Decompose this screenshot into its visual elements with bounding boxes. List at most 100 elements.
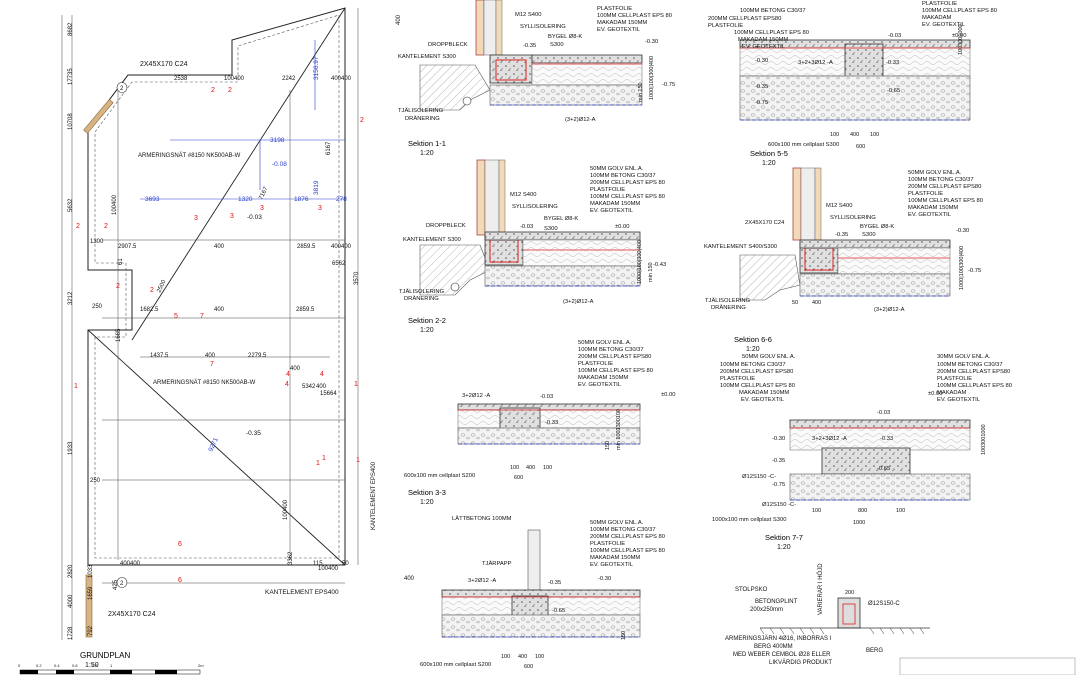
plan-marker: 5 [174, 313, 178, 320]
s1-label: KANTELEMENT S300 [398, 54, 456, 60]
s5-dim: 400 [850, 132, 859, 138]
plan-marker: 6 [178, 577, 182, 584]
plan-dim-blue: 278 [336, 196, 347, 203]
mesh-label-1: ARMERINGSNÄT #8150 NK500AB-W [138, 152, 241, 159]
section-4-drawing [441, 529, 641, 638]
s7-label: Ø12S150 -C- [762, 502, 796, 508]
s6-label: KANTELEMENT S400/S300 [704, 244, 777, 250]
plan-dim-blue: 3156.97 [313, 56, 320, 80]
scale-bar-label: 0.2 [36, 663, 42, 668]
s3-level: -0.33 [545, 420, 558, 426]
plan-marker: 3 [318, 205, 322, 212]
plan-dim: 100400 [318, 566, 339, 572]
s4-dim: 150 [621, 631, 627, 640]
plan-marker: 3 [230, 213, 234, 220]
s4-label: TJÄRPAPP [482, 560, 512, 567]
s7-layer: EV. GEOTEXTIL [741, 397, 785, 403]
s7-layer: MAKADAM 150MM [739, 390, 789, 396]
s1-dim: 1000|100|300|400 [649, 56, 655, 100]
s7-level: -0.30 [772, 436, 785, 442]
s5-level: ±0.00 [952, 33, 966, 39]
s5-level: -0.03 [888, 33, 901, 39]
plan-dim: 3362 [288, 551, 294, 565]
s6-level: -0.35 [835, 232, 848, 238]
top-joist [83, 98, 114, 134]
s6-layer: PLASTFOLIE [908, 191, 943, 197]
plan-dim: 6562 [332, 261, 346, 267]
s6-dim: 50 [792, 300, 798, 306]
s2-label: BYGEL Ø8-K [544, 216, 578, 222]
plan-dim: 1033 [88, 564, 94, 578]
post-detail-label: ARMERINGSJÄRN 4Ø16, INBORRAS I [725, 635, 832, 642]
s6-label: (3+2)Ø12-A [874, 307, 905, 313]
post-detail-dim: 200 [845, 590, 854, 596]
s5-level: -0.35 [755, 84, 768, 90]
plan-circle-marker-label: 2 [120, 86, 124, 92]
s7-level: -0.65 [877, 466, 890, 472]
plan-marker: 1 [316, 460, 320, 467]
plan-dim: 250 [92, 304, 103, 310]
plan-dim: 61 [118, 258, 124, 265]
s7-title: Sektion 7-7 [765, 533, 803, 542]
s4-layer: PLASTFOLIE [590, 541, 625, 547]
s1-label: DROPPBLECK [428, 42, 468, 48]
plan-marker: 4 [286, 371, 290, 378]
s6-level: -0.30 [956, 228, 969, 234]
plan-view [61, 7, 359, 640]
post-detail-label: MED WEBER CEMBOL Ø28 ELLER [733, 652, 831, 658]
s7-level: ±0.00 [928, 391, 942, 397]
s5-layer: PLASTFOLIE [922, 1, 957, 7]
scale-bar [19, 669, 201, 675]
plan-dim: 425 [113, 579, 119, 590]
level-label-1: -0.35 [246, 430, 261, 437]
s1-label: SYLLISOLERING [520, 24, 566, 30]
s5-dim: 100 [870, 132, 879, 138]
plan-dim: 5632 [68, 198, 74, 212]
s5-title: Sektion 5-5 [750, 149, 788, 158]
plan-dim: 5342 [302, 384, 316, 390]
s6-label: M12 S400 [826, 203, 852, 209]
plan-marker: 3 [194, 215, 198, 222]
plan-dim: 2859.5 [297, 244, 316, 250]
section-6-drawing [739, 167, 951, 301]
level-label-2: -0.08 [272, 161, 287, 168]
post-detail-label: STOLPSKO [735, 587, 768, 593]
scale-bar-label: 0.8 [92, 663, 98, 668]
plan-dim: 115 [313, 561, 323, 567]
s3-layer: EV. GEOTEXTIL [578, 382, 622, 388]
s6-layer: MAKADAM 150MM [908, 205, 958, 211]
s2-layer: EV. GEOTEXTIL [590, 208, 634, 214]
s7-label: 3+2+3Ø12 -A [812, 436, 847, 442]
plan-marker: 7 [200, 313, 204, 320]
plan-marker: 2 [104, 223, 108, 230]
s2-scale: 1:20 [420, 327, 434, 334]
s3-layer: 50MM GOLV ENL.A. [578, 340, 632, 346]
plan-circle-marker [116, 577, 128, 588]
s1-layer: PLASTFOLIE [597, 6, 632, 12]
s7-layer: 200MM CELLPLAST EPS80 [720, 369, 793, 375]
plan-dim: 1933 [68, 441, 74, 455]
s5-layer: 100MM CELLPLAST EPS 80 [734, 30, 809, 36]
plan-dim: 6167 [326, 141, 332, 155]
s6-layer: 100MM BETONG C30/37 [908, 177, 974, 183]
s4-dim: 100 [535, 654, 544, 660]
s4-level: -0.65 [552, 608, 565, 614]
s1-label: BYGEL Ø8-K [548, 34, 582, 40]
s3-scale: 1:20 [420, 499, 434, 506]
plan-dim-blue: 3693 [145, 196, 160, 203]
s5-label: 3+2+3Ø12 -A [798, 60, 833, 66]
post-detail-label: VARIERAR I HÖJD [817, 563, 824, 615]
s5-layer: EV. GEOTEXTIL [742, 44, 786, 50]
plan-dim: 3570 [354, 271, 360, 285]
plan-dim: 1300 [90, 239, 104, 245]
s7-dim: 1003001000 [981, 424, 987, 455]
scale-bar-label: 2m [198, 663, 204, 668]
plan-dim-blue: 3819 [313, 180, 320, 195]
s6-dim: 1000|100|300|400 [959, 246, 965, 290]
s4-layer: 100MM BETONG C30/37 [590, 527, 656, 533]
plan-dim-blue: 9271 [207, 436, 220, 452]
s7-layer: 100MM CELLPLAST EPS 80 [720, 383, 795, 389]
post-detail-label: LIKVÄRDIG PRODUKT [769, 659, 832, 666]
s6-label: 2X45X170 C24 [745, 220, 785, 226]
